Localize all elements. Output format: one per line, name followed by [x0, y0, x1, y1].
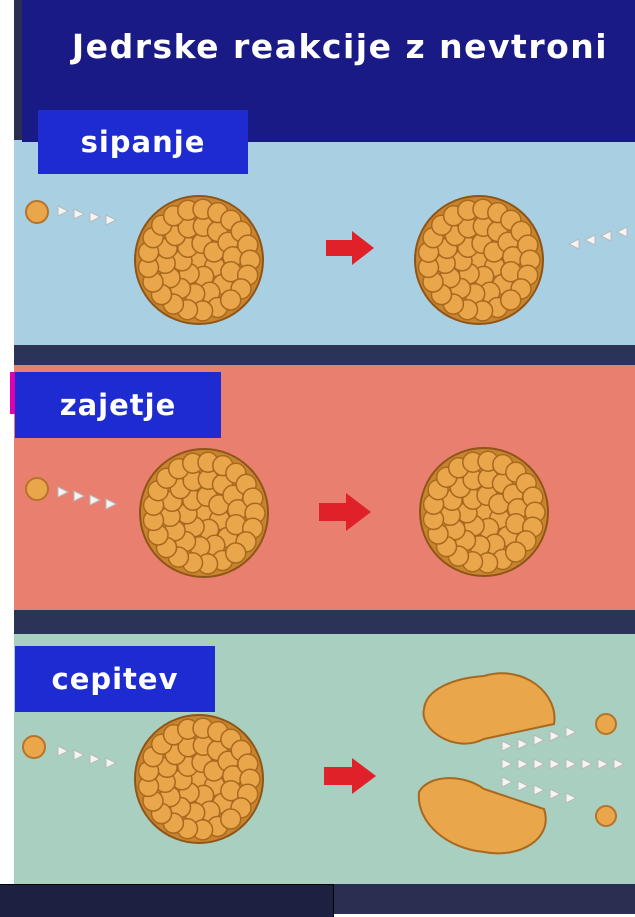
neutron-icon [26, 201, 48, 223]
nucleus-icon [135, 715, 263, 843]
neutron-path-icon [58, 206, 116, 225]
neutron-path-icon [58, 487, 116, 509]
neutron-icon [23, 736, 45, 758]
label-fission: cepitev [15, 646, 215, 712]
nucleus-icon [415, 196, 543, 324]
label-capture: zajetje [15, 372, 221, 438]
nucleus-icon [420, 448, 548, 576]
neutron-icon [596, 806, 616, 826]
neutron-icon [596, 714, 616, 734]
page-title: Jedrske reakcije z nevtroni [70, 26, 610, 69]
fragment-lower-icon [419, 778, 546, 853]
fragment-upper-icon [424, 673, 555, 743]
neutron-path-icon [58, 746, 116, 768]
nucleus-icon [140, 449, 268, 577]
neutron-path-icon [569, 227, 627, 249]
label-scattering: sipanje [38, 110, 248, 174]
red-arrow-icon [324, 758, 376, 794]
bottom-box [0, 884, 334, 917]
divider [14, 345, 635, 365]
neutron-path-icon [502, 727, 624, 803]
neutron-icon [26, 478, 48, 500]
red-arrow-icon [326, 231, 374, 265]
red-arrow-icon [319, 493, 371, 531]
nucleus-icon [135, 196, 263, 324]
divider [14, 610, 635, 634]
